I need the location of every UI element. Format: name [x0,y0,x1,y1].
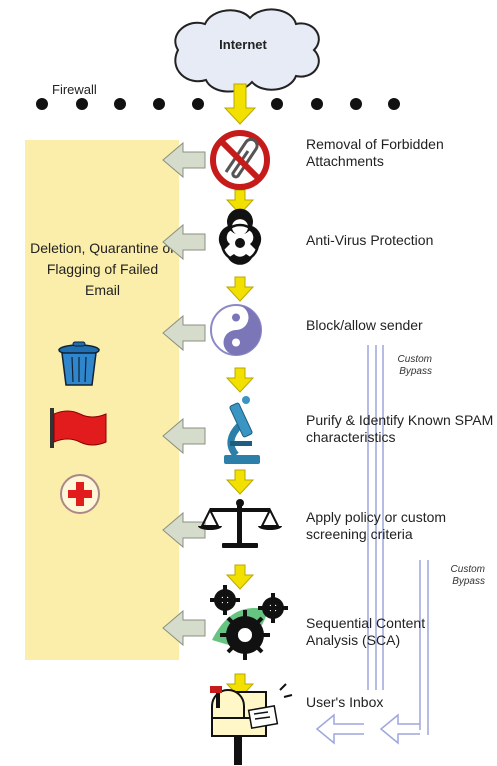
trash-can-icon [58,341,100,386]
failed-email-panel [25,140,179,660]
bypass-arrow-1 [315,713,364,745]
flow-arrow-5 [225,469,255,495]
stage-label-sca: Sequential Content Analysis (SCA) [306,615,426,648]
stage-label-policy-criteria: Apply policy or custom screening criteri… [306,509,447,542]
gears-icon [210,585,288,660]
reject-arrow-3 [162,314,206,352]
reject-arrow-2 [162,223,206,261]
bypass-arrow-2 [379,713,420,745]
mailbox-icon [210,683,293,765]
stage-label-block-allow-sender: Block/allow sender [306,317,423,333]
red-flag-icon [50,408,107,448]
stage-label-spam-characteristics: Purify & Identify Known SPAM characteris… [306,412,494,445]
bypass-lines [315,345,429,745]
medical-cross-icon [60,474,100,514]
reject-arrow-6 [162,609,206,647]
flow-arrow-1 [223,83,257,125]
firewall-label: Firewall [52,82,97,97]
flow-arrow-4 [225,367,255,393]
internet-cloud-icon [174,8,320,93]
stage-label-anti-virus: Anti-Virus Protection [306,232,434,248]
flow-arrows [223,83,257,699]
internet-label: Internet [219,37,267,52]
flow-arrow-2 [225,189,255,215]
flow-arrow-3 [225,276,255,302]
microscope-icon [224,396,260,464]
firewall-dots [36,98,400,110]
custom-bypass-label-1: Custom Bypass [397,354,432,377]
reject-arrow-4 [162,417,206,455]
stage-label-forbidden-attachments: Removal of Forbidden Attachments [306,136,444,169]
failed-email-label: Deletion, Quarantine or Flagging of Fail… [30,240,175,298]
forbidden-paperclip-icon [210,130,270,190]
scales-icon [198,499,282,548]
reject-arrow-1 [162,141,206,179]
biohazard-icon [218,208,262,265]
yin-yang-icon [210,304,262,356]
custom-bypass-label-2: Custom Bypass [450,564,485,587]
reject-arrow-5 [162,511,206,549]
reject-arrows [162,141,206,647]
stage-label-users-inbox: User's Inbox [306,694,384,710]
flow-arrow-6 [225,564,255,590]
